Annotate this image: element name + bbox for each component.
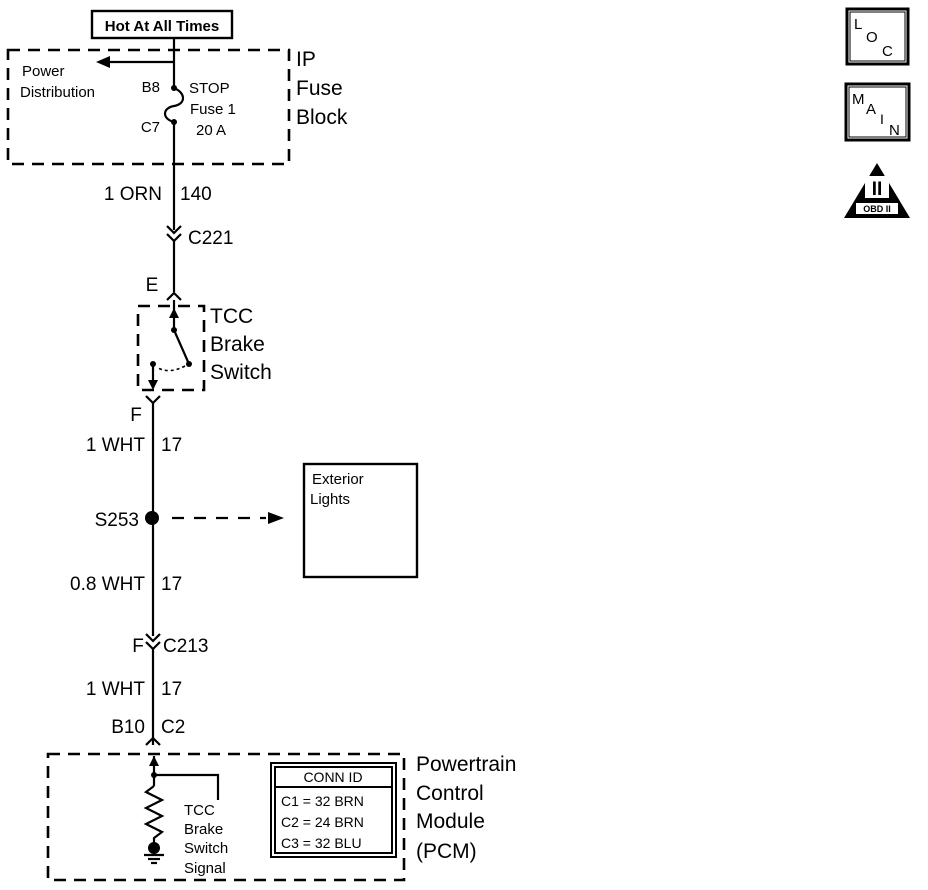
- obd-ii-badge-icon[interactable]: II OBD II: [844, 163, 910, 218]
- wire-17b-color: 0.8 WHT: [70, 574, 145, 595]
- exterior-lights-label-1: Exterior: [312, 471, 364, 488]
- splice-s253-label: S253: [95, 510, 139, 531]
- pcm-label-4: (PCM): [416, 840, 477, 863]
- tcc-switch-label-1: TCC: [210, 305, 253, 328]
- switch-pin-f: F: [130, 405, 142, 426]
- pcm-label-1: Powertrain: [416, 753, 516, 776]
- wire-140-circuit: 140: [180, 184, 212, 205]
- connector-c221-icon-bottom: [166, 233, 182, 243]
- ip-fuse-block-label-2: Fuse: [296, 77, 343, 100]
- wire-17c-color: 1 WHT: [86, 679, 146, 700]
- switch-pin-f-icon: [145, 395, 161, 405]
- conn-id-table: CONN ID C1 = 32 BRN C2 = 24 BRN C3 = 32 …: [270, 762, 397, 858]
- pcm-signal-label-1: TCC: [184, 802, 215, 819]
- pcm-signal-label-2: Brake: [184, 821, 223, 838]
- pcm-signal-label-4: Signal: [184, 860, 226, 877]
- loc-badge-icon[interactable]: L O C: [845, 7, 910, 66]
- ip-fuse-block-outline: [6, 48, 291, 166]
- switch-arrow-down-icon: [148, 380, 158, 390]
- fuse-pin-out-label: C7: [141, 119, 160, 136]
- wire-17a-color: 1 WHT: [86, 435, 146, 456]
- loc-badge-o: O: [866, 29, 878, 46]
- power-source-label: Hot At All Times: [90, 9, 234, 40]
- connector-c221-icon-top: [166, 225, 182, 235]
- wire-140-color: 1 ORN: [104, 184, 162, 205]
- exterior-lights-box: [302, 462, 419, 579]
- wire-17c-circuit: 17: [161, 679, 182, 700]
- connector-c213-icon-bottom: [145, 641, 161, 651]
- ip-fuse-block-label-1: IP: [296, 48, 316, 71]
- main-badge-m: M: [852, 91, 865, 108]
- exterior-lights-label-2: Lights: [310, 491, 350, 508]
- power-distribution-label-2: Distribution: [20, 84, 95, 101]
- pcm-label-3: Module: [416, 810, 485, 833]
- switch-contact: [186, 361, 192, 367]
- power-distribution-label-1: Power: [22, 63, 65, 80]
- splice-to-lights-arrow-icon: [268, 512, 284, 524]
- wire-17b-circuit: 17: [161, 574, 182, 595]
- connector-c213-pin: F: [132, 636, 144, 657]
- power-source-text: Hot At All Times: [105, 18, 219, 35]
- obd-badge-roman: II: [872, 179, 883, 200]
- connector-c213-label: C213: [163, 636, 208, 657]
- fuse-pin-in-label: B8: [142, 79, 160, 96]
- obd-badge-label: OBD II: [863, 204, 891, 214]
- switch-blade: [172, 329, 191, 365]
- switch-pin-e-icon: [166, 291, 182, 301]
- ip-fuse-block-label-3: Block: [296, 106, 348, 129]
- fuse-icon: [163, 86, 185, 124]
- pcm-outline: [46, 752, 406, 882]
- pcm-ground-node: [148, 842, 160, 854]
- pcm-connector-label: C2: [161, 717, 185, 738]
- connector-c213-icon-top: [145, 633, 161, 643]
- switch-mechanical-link: [157, 365, 186, 372]
- splice-s253: [145, 511, 159, 525]
- pcm-signal-label-3: Switch: [184, 840, 228, 857]
- pcm-signal-wire: [154, 773, 220, 800]
- conn-id-title: CONN ID: [303, 769, 362, 785]
- main-badge-n: N: [889, 122, 900, 139]
- tcc-switch-label-2: Brake: [210, 333, 265, 356]
- fuse-label-2: Fuse 1: [190, 101, 236, 118]
- conn-id-row: C2 = 24 BRN: [281, 814, 364, 830]
- fuse-label-3: 20 A: [196, 122, 226, 139]
- loc-badge-l: L: [854, 16, 862, 33]
- loc-badge-c: C: [882, 43, 893, 60]
- pcm-pin-icon: [145, 736, 161, 746]
- conn-id-row: C3 = 32 BLU: [281, 835, 362, 851]
- main-badge-icon[interactable]: M A I N: [844, 82, 911, 142]
- tcc-switch-outline: [136, 304, 206, 392]
- pcm-resistor-icon: [143, 785, 165, 848]
- power-distribution-arrow-icon: [96, 56, 110, 68]
- pcm-label-2: Control: [416, 782, 484, 805]
- switch-pin-e: E: [146, 275, 159, 296]
- tcc-switch-label-3: Switch: [210, 361, 272, 384]
- connector-c221-label: C221: [188, 228, 233, 249]
- main-badge-i: I: [880, 111, 884, 127]
- conn-id-row: C1 = 32 BRN: [281, 793, 364, 809]
- main-badge-a: A: [866, 101, 876, 118]
- pcm-pin-label: B10: [111, 717, 145, 738]
- fuse-label-1: STOP: [189, 80, 230, 97]
- wire-17a-circuit: 17: [161, 435, 182, 456]
